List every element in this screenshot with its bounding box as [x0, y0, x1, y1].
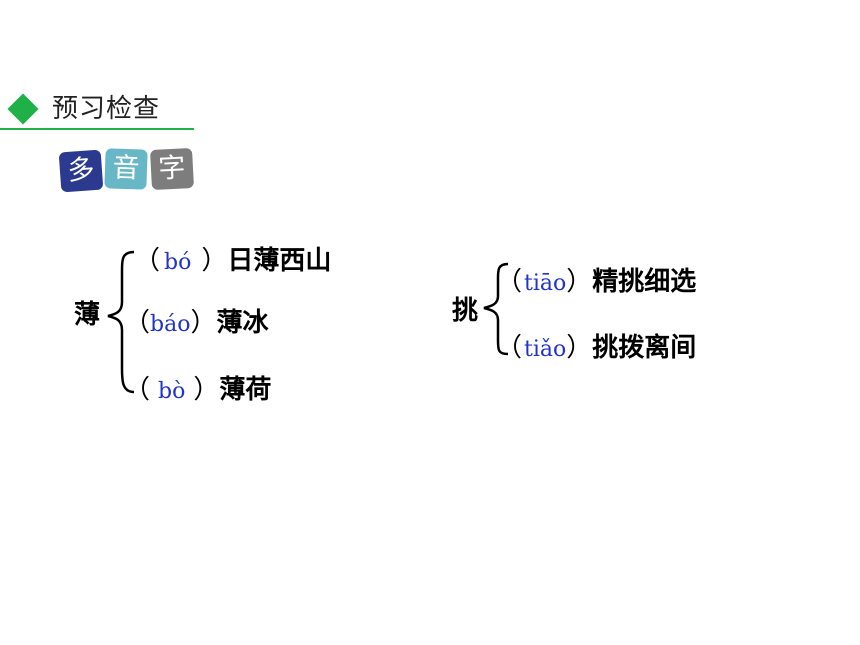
- polyphone-char-tiao: 挑: [452, 296, 479, 326]
- pinyin-bao2: báo: [150, 312, 191, 337]
- word-jtxx: 精挑细选: [592, 267, 697, 297]
- brace-bao: [107, 250, 135, 394]
- diamond-icon: [7, 93, 39, 125]
- section-title: 预习检查: [52, 94, 161, 124]
- reading-row-tiao-2: （tiǎo）挑拨离间: [496, 333, 697, 363]
- pinyin-tiao1: tiāo: [524, 271, 567, 296]
- word-rbxs: 日薄西山: [227, 246, 332, 276]
- header-underline: [0, 128, 194, 130]
- word-tbljx: 挑拨离间: [592, 333, 697, 363]
- badge-zi: 字: [149, 147, 195, 191]
- reading-row-bao-2: （báo）薄冰: [124, 308, 269, 338]
- reading-row-bao-1: （bó）日薄西山: [134, 246, 332, 276]
- brace-tiao: [483, 262, 509, 356]
- badge-duo: 多: [58, 149, 104, 193]
- section-header: 预习检查: [0, 82, 194, 132]
- reading-row-bao-3: （bò）薄荷: [124, 375, 272, 405]
- badge-yin: 音: [104, 148, 148, 190]
- pinyin-tiao3: tiǎo: [524, 337, 567, 362]
- word-baobing: 薄冰: [216, 308, 269, 338]
- pinyin-bo2: bó: [164, 250, 192, 275]
- polyphone-char-bao: 薄: [74, 300, 101, 330]
- reading-row-tiao-1: （tiāo）精挑细选: [496, 267, 697, 297]
- word-bohe: 薄荷: [219, 375, 272, 405]
- pinyin-bo4: bò: [158, 379, 186, 404]
